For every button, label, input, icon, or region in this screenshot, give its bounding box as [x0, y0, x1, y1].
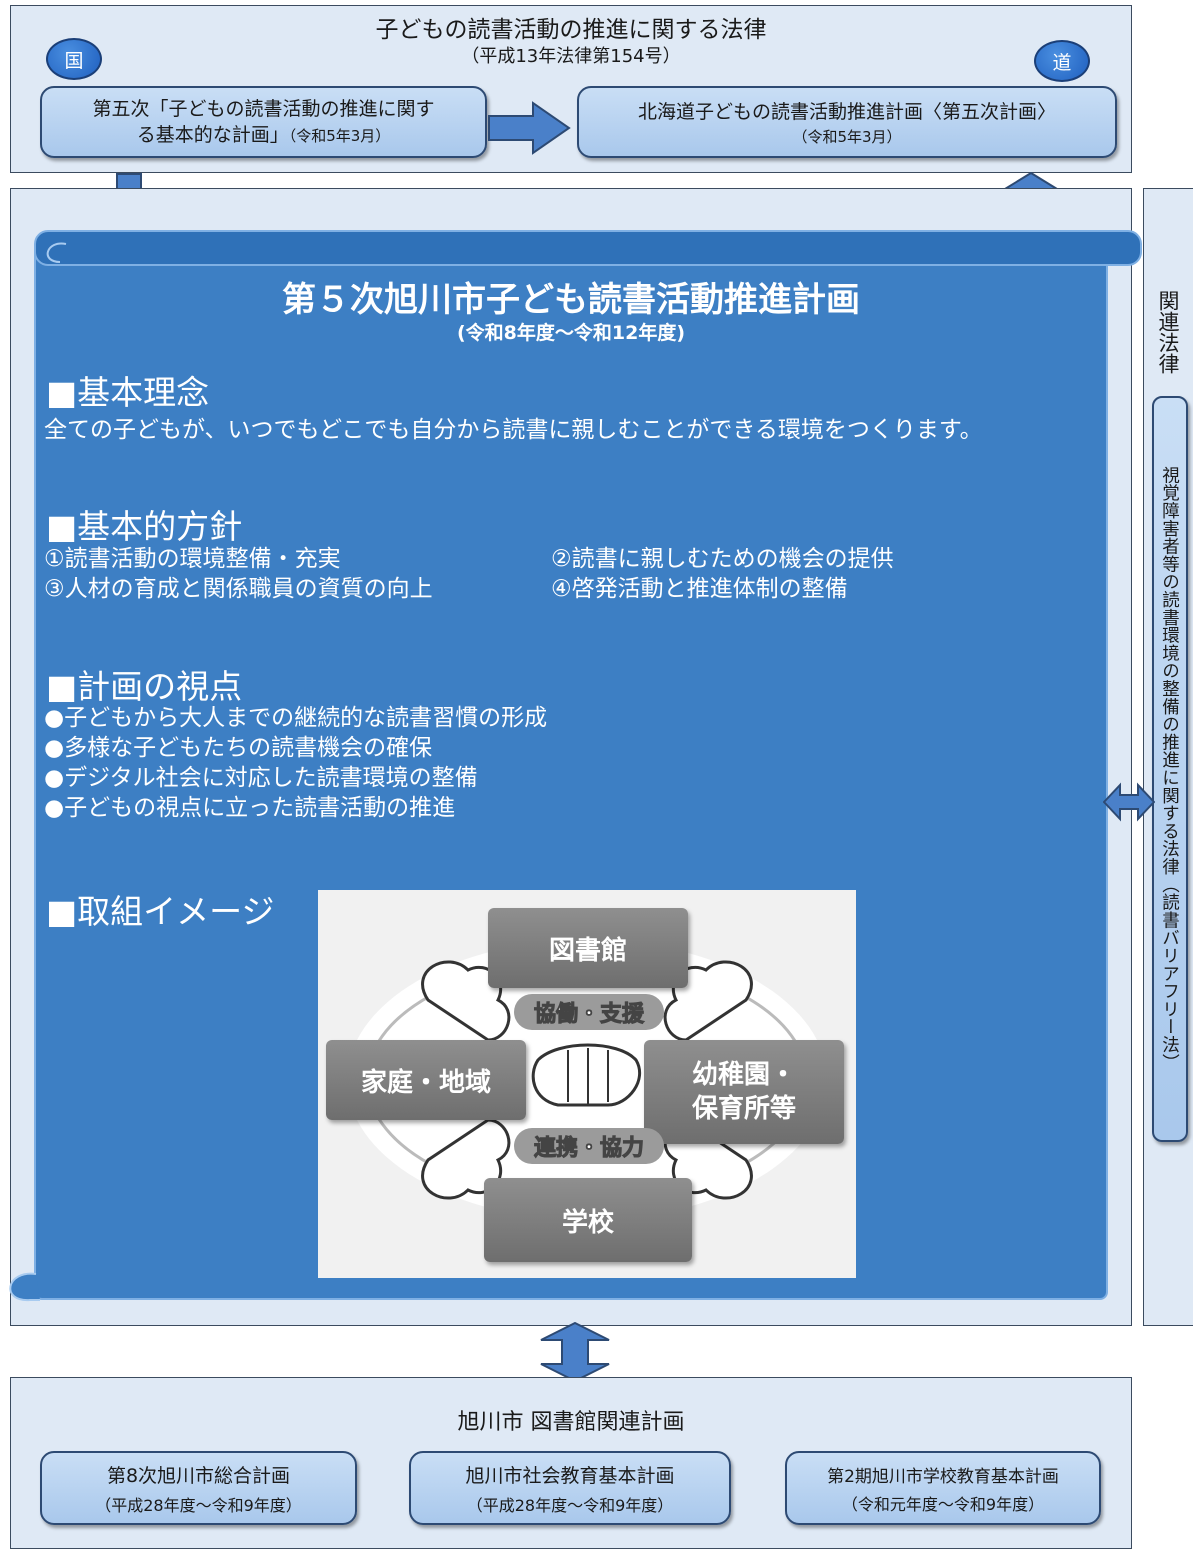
- hokkaido-plan-name: 北海道子どもの読書活動推進計画〈第五次計画〉: [637, 101, 1056, 123]
- image-heading: ■取組イメージ: [46, 892, 275, 931]
- viewpoint-heading: ■計画の視点: [46, 667, 243, 706]
- prefecture-badge: 道: [1034, 40, 1090, 82]
- national-plan-box: 第五次「子どもの読書活動の推進に関す る基本的な計画」（令和5年3月）: [40, 86, 487, 158]
- policy-2: ②読書に親しむための機会の提供: [551, 546, 894, 572]
- policy-4: ④啓発活動と推進体制の整備: [551, 576, 848, 602]
- philosophy-text: 全ての子どもが、いつでもどこでも自分から読書に親しむことができる環境をつくります…: [44, 417, 983, 443]
- school-box: 学校: [484, 1178, 692, 1262]
- plan-period: （平成28年度～令和9年度）: [95, 1495, 302, 1515]
- related-law-heading: 関連法律: [1156, 290, 1180, 374]
- philosophy-heading: ■基本理念: [46, 373, 210, 412]
- cooperation-diagram: 図書館 協働・支援 家庭・地域 幼稚園・ 保育所等 連携・協力 学校: [318, 890, 856, 1278]
- national-plan-date: （令和5年3月）: [288, 126, 391, 145]
- policy-3: ③人材の育成と関係職員の資質の向上: [44, 576, 433, 602]
- viewpoint-2: ●多様な子どもたちの読書機会の確保: [44, 735, 433, 761]
- scroll-roll-top: [34, 230, 1142, 266]
- national-badge: 国: [46, 38, 102, 80]
- viewpoint-3: ●デジタル社会に対応した読書環境の整備: [44, 765, 478, 791]
- library-plans-title: 旭川市 図書館関連計画: [457, 1410, 685, 1435]
- law-subtitle: （平成13年法律第154号）: [461, 46, 681, 67]
- policy-1: ①読書活動の環境整備・充実: [44, 546, 341, 572]
- viewpoint-1: ●子どもから大人までの継続的な読書習慣の形成: [44, 705, 548, 731]
- plan-title: 第５次旭川市子ども読書活動推進計画: [282, 280, 860, 320]
- viewpoint-4: ●子どもの視点に立った読書活動の推進: [44, 795, 456, 821]
- national-plan-line2: る基本的な計画」: [136, 123, 289, 146]
- national-plan-line1: 第五次「子どもの読書活動の推進に関す: [92, 97, 435, 120]
- plan-box-school-education: 第2期旭川市学校教育基本計画 （令和元年度～令和9年度）: [785, 1451, 1101, 1525]
- plan-name: 第8次旭川市総合計画: [106, 1464, 291, 1487]
- home-community-box: 家庭・地域: [326, 1040, 526, 1120]
- reading-barrier-free-law: 視覚障害者等の読書環境の整備の推進に関する法律（読書バリアフリー法）: [1152, 396, 1188, 1142]
- kindergarten-line1: 幼稚園・: [691, 1060, 796, 1090]
- plan-name: 旭川市社会教育基本計画: [465, 1464, 675, 1487]
- plan-period: （令和元年度～令和9年度）: [841, 1494, 1045, 1514]
- policy-heading: ■基本的方針: [46, 507, 243, 546]
- upper-link-label: 協働・支援: [514, 994, 664, 1030]
- scroll-curl-top-icon: [46, 242, 67, 263]
- kindergarten-box: 幼稚園・ 保育所等: [644, 1040, 844, 1144]
- kindergarten-line2: 保育所等: [691, 1094, 796, 1124]
- library-box: 図書館: [488, 908, 688, 988]
- arrow-right-icon: [488, 101, 571, 155]
- plan-box-social-education: 旭川市社会教育基本計画 （平成28年度～令和9年度）: [409, 1451, 731, 1525]
- plan-name: 第2期旭川市学校教育基本計画: [827, 1466, 1059, 1487]
- hokkaido-plan-box: 北海道子どもの読書活動推進計画〈第五次計画〉 （令和5年3月）: [577, 86, 1117, 158]
- arrow-updown-icon: [540, 1322, 610, 1382]
- arrow-leftright-icon: [1103, 782, 1155, 822]
- plan-period: (令和8年度～令和12年度): [456, 322, 686, 344]
- law-title: 子どもの読書活動の推進に関する法律: [375, 17, 767, 43]
- plan-box-comprehensive: 第8次旭川市総合計画 （平成28年度～令和9年度）: [40, 1451, 357, 1525]
- hokkaido-plan-date: （令和5年3月）: [792, 128, 902, 146]
- scroll-curl-bottom-icon: [9, 1272, 40, 1302]
- lower-link-label: 連携・協力: [514, 1128, 664, 1164]
- plan-period: （平成28年度～令和9年度）: [466, 1495, 674, 1515]
